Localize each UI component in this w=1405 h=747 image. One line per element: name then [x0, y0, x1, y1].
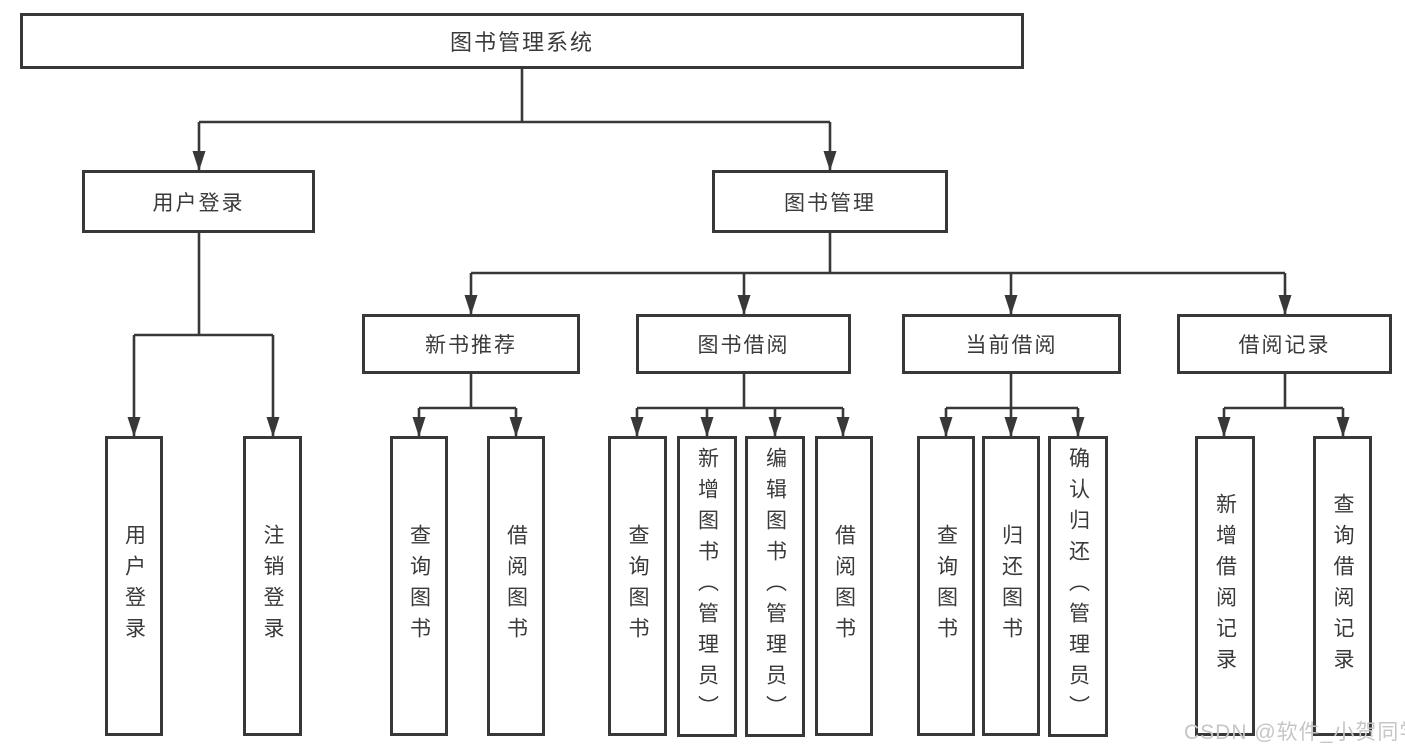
leaf-add-book-admin-label: 新增图书（管理员） — [695, 447, 719, 726]
leaf-add-borrow-record: 新增借阅记录 — [1195, 436, 1255, 736]
leaf-confirm-return-admin: 确认归还（管理员） — [1048, 436, 1108, 737]
node-root: 图书管理系统 — [20, 13, 1024, 69]
node-current-borrow: 当前借阅 — [902, 314, 1121, 374]
leaf-query-borrow-record: 查询借阅记录 — [1313, 436, 1372, 736]
leaf-user-login-label: 用户登录 — [122, 524, 146, 648]
leaf-query-books-current-label: 查询图书 — [934, 524, 958, 648]
leaf-logout-label: 注销登录 — [261, 524, 285, 648]
leaf-logout: 注销登录 — [243, 436, 302, 736]
leaf-edit-book-admin: 编辑图书（管理员） — [745, 436, 805, 737]
leaf-borrow-books-recommend: 借阅图书 — [487, 436, 545, 736]
node-borrow-records: 借阅记录 — [1177, 314, 1392, 374]
leaf-query-books-current: 查询图书 — [917, 436, 975, 736]
csdn-watermark: CSDN @软件_小贺同学 — [1184, 721, 1405, 744]
node-new-book-recommend: 新书推荐 — [362, 314, 580, 374]
leaf-add-book-admin: 新增图书（管理员） — [677, 436, 737, 737]
leaf-user-login: 用户登录 — [105, 436, 163, 736]
leaf-query-books-borrow: 查询图书 — [608, 436, 667, 736]
node-book-borrow: 图书借阅 — [636, 314, 851, 374]
leaf-return-book-label: 归还图书 — [999, 524, 1023, 648]
leaf-borrow-book: 借阅图书 — [815, 436, 873, 736]
leaf-borrow-books-recommend-label: 借阅图书 — [504, 524, 528, 648]
leaf-query-books-recommend: 查询图书 — [390, 436, 448, 736]
leaf-query-books-recommend-label: 查询图书 — [407, 524, 431, 648]
node-user-login: 用户登录 — [82, 170, 315, 233]
node-book-mgmt: 图书管理 — [712, 170, 948, 233]
leaf-return-book: 归还图书 — [982, 436, 1040, 736]
leaf-add-borrow-record-label: 新增借阅记录 — [1213, 493, 1237, 679]
leaf-query-borrow-record-label: 查询借阅记录 — [1331, 493, 1355, 679]
leaf-edit-book-admin-label: 编辑图书（管理员） — [763, 447, 787, 726]
leaf-confirm-return-admin-label: 确认归还（管理员） — [1066, 447, 1090, 726]
leaf-query-books-borrow-label: 查询图书 — [626, 524, 650, 648]
leaf-borrow-book-label: 借阅图书 — [832, 524, 856, 648]
